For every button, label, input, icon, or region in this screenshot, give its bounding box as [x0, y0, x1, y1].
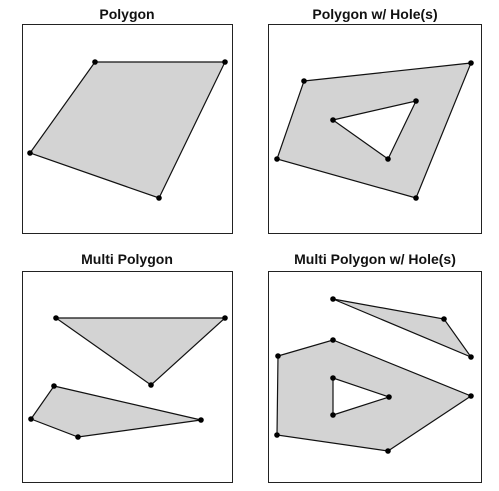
vertex-point	[198, 417, 204, 423]
vertex-point	[385, 448, 391, 454]
vertex-point	[222, 59, 228, 65]
panel-title: Multi Polygon w/ Hole(s)	[294, 251, 456, 267]
polygon-drawing	[27, 59, 228, 201]
vertex-point	[413, 195, 419, 201]
vertex-point	[222, 315, 228, 321]
vertex-point	[330, 117, 336, 123]
polygon-shape	[54, 317, 227, 386]
vertex-point	[468, 60, 474, 66]
polygon-shape	[30, 385, 202, 438]
vertex-point	[330, 412, 336, 418]
vertex-point	[53, 315, 59, 321]
polygon-shape	[276, 339, 473, 452]
vertex-point	[330, 337, 336, 343]
plot-frame-multi-polygon	[22, 271, 233, 483]
vertex-point	[330, 375, 336, 381]
vertex-point	[75, 434, 81, 440]
polygon-with-holes-drawing	[274, 60, 474, 201]
panel-title: Polygon w/ Hole(s)	[312, 6, 438, 22]
vertex-point	[441, 316, 447, 322]
panel-title: Polygon	[99, 6, 155, 22]
vertex-point	[386, 394, 392, 400]
vertex-point	[468, 354, 474, 360]
multi-polygon-with-holes-drawing	[274, 296, 474, 454]
multi-polygon-drawing	[28, 315, 228, 440]
plot-frame-multi-polygon-with-holes	[268, 271, 482, 483]
vertex-point	[330, 296, 336, 302]
vertex-point	[468, 393, 474, 399]
vertex-point	[274, 156, 280, 162]
plot-frame-polygon	[22, 24, 233, 234]
vertex-point	[27, 150, 33, 156]
vertex-point	[51, 383, 57, 389]
vertex-point	[301, 78, 307, 84]
vertex-point	[148, 382, 154, 388]
vertex-point	[156, 195, 162, 201]
polygon-shape	[276, 62, 472, 199]
plot-frame-polygon-with-holes	[268, 24, 482, 234]
vertex-point	[275, 353, 281, 359]
polygon-shape	[29, 61, 226, 199]
vertex-point	[92, 59, 98, 65]
vertex-point	[385, 156, 391, 162]
vertex-point	[274, 432, 280, 438]
vertex-point	[28, 416, 34, 422]
vertex-point	[413, 98, 419, 104]
panel-title: Multi Polygon	[81, 251, 173, 267]
polygon-shape	[332, 298, 473, 359]
